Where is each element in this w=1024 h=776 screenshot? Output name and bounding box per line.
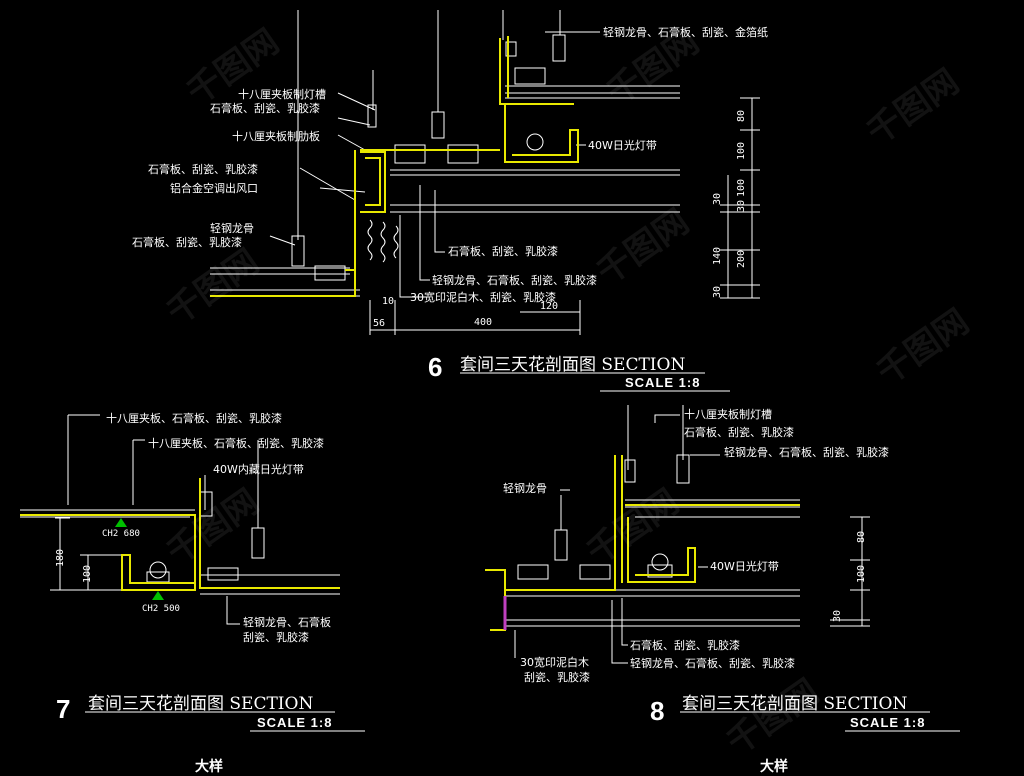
dimension-text: 100: [82, 564, 93, 583]
annotation-label: 轻钢龙骨、石膏板、刮瓷、金箔纸: [603, 26, 768, 39]
annotation-label: 石膏板、刮瓷、乳胶漆: [148, 163, 258, 176]
dimension-text: 100: [856, 564, 867, 583]
elevation-text: CH2 680: [102, 529, 140, 539]
annotation-label: 十八厘夹板、石膏板、刮瓷、乳胶漆: [106, 412, 282, 425]
annotation-label: 石膏板、刮瓷、乳胶漆: [684, 426, 794, 439]
dimension-text: 80: [856, 530, 867, 543]
annotation-label: 轻钢龙骨、石膏板、刮瓷、乳胶漆: [630, 657, 795, 670]
annotation-label: 轻钢龙骨、石膏板、刮瓷、乳胶漆: [432, 274, 597, 287]
annotation-label: 40W日光灯带: [588, 139, 657, 152]
dimension-text: 100: [736, 178, 747, 197]
dimension-text: 140: [712, 246, 723, 265]
section-6-vent: [367, 219, 399, 263]
dimension-text: 180: [55, 548, 66, 567]
annotation-label: 十八厘夹板制灯槽: [684, 408, 772, 421]
section-title: 套间三天花剖面图 SECTION: [682, 694, 908, 714]
annotation-label: 40W内藏日光灯带: [213, 463, 304, 476]
elevation-text: CH2 500: [142, 604, 180, 614]
annotation-label: 30宽印泥白木、刮瓷、乳胶漆: [410, 291, 556, 304]
dimension-text: 30: [736, 199, 747, 212]
section-title: 套间三天花剖面图 SECTION: [460, 355, 686, 375]
annotation-label: 轻钢龙骨: [503, 482, 547, 495]
section-8-drawing: [505, 405, 870, 664]
annotation-label: 轻钢龙骨、石膏板: [243, 616, 331, 629]
annotation-label: 铝合金空调出风口: [170, 182, 258, 195]
section-number: 6: [428, 352, 443, 382]
annotation-label: 十八厘夹板制肋板: [232, 130, 320, 143]
dimension-text: 10: [382, 296, 395, 307]
section-number: 7: [56, 694, 71, 724]
dimension-text: 200: [736, 249, 747, 268]
annotation-label: 40W日光灯带: [710, 560, 779, 573]
section-7-outline: [20, 478, 340, 591]
section-6-outline: [210, 36, 579, 297]
dimension-text: 30: [832, 609, 843, 622]
footer-label: 大样: [760, 759, 788, 775]
annotation-label: 30宽印泥白木: [520, 656, 589, 669]
section-scale: SCALE 1:8: [850, 715, 926, 730]
annotation-label: 刮瓷、乳胶漆: [243, 631, 309, 644]
dimension-text: 400: [474, 317, 493, 328]
section-title: 套间三天花剖面图 SECTION: [88, 694, 314, 714]
section-6-drawing: [210, 10, 760, 335]
dimension-text: 100: [736, 141, 747, 160]
dimension-text: 120: [540, 301, 559, 312]
annotation-label: 轻钢龙骨: [210, 222, 254, 235]
annotation-label: 轻钢龙骨、石膏板、刮瓷、乳胶漆: [724, 446, 889, 459]
dimension-text: 30: [712, 285, 723, 298]
annotation-label: 石膏板、刮瓷、乳胶漆: [132, 236, 242, 249]
elevation-marker: [115, 518, 127, 527]
annotation-label: 刮瓷、乳胶漆: [524, 671, 590, 684]
elevation-marker: [152, 591, 164, 600]
section-scale: SCALE 1:8: [257, 715, 333, 730]
section-number: 8: [650, 696, 665, 726]
section-scale: SCALE 1:8: [625, 375, 701, 390]
footer-label: 大样: [195, 759, 223, 775]
annotation-label: 石膏板、刮瓷、乳胶漆: [448, 245, 558, 258]
dimension-text: 56: [373, 318, 386, 329]
annotation-label: 十八厘夹板、石膏板、刮瓷、乳胶漆: [148, 437, 324, 450]
dimension-text: 30: [712, 192, 723, 205]
annotation-label: 石膏板、刮瓷、乳胶漆: [210, 102, 320, 115]
annotation-label: 十八厘夹板制灯槽: [238, 88, 326, 101]
annotation-label: 石膏板、刮瓷、乳胶漆: [630, 639, 740, 652]
dimension-text: 80: [736, 109, 747, 122]
